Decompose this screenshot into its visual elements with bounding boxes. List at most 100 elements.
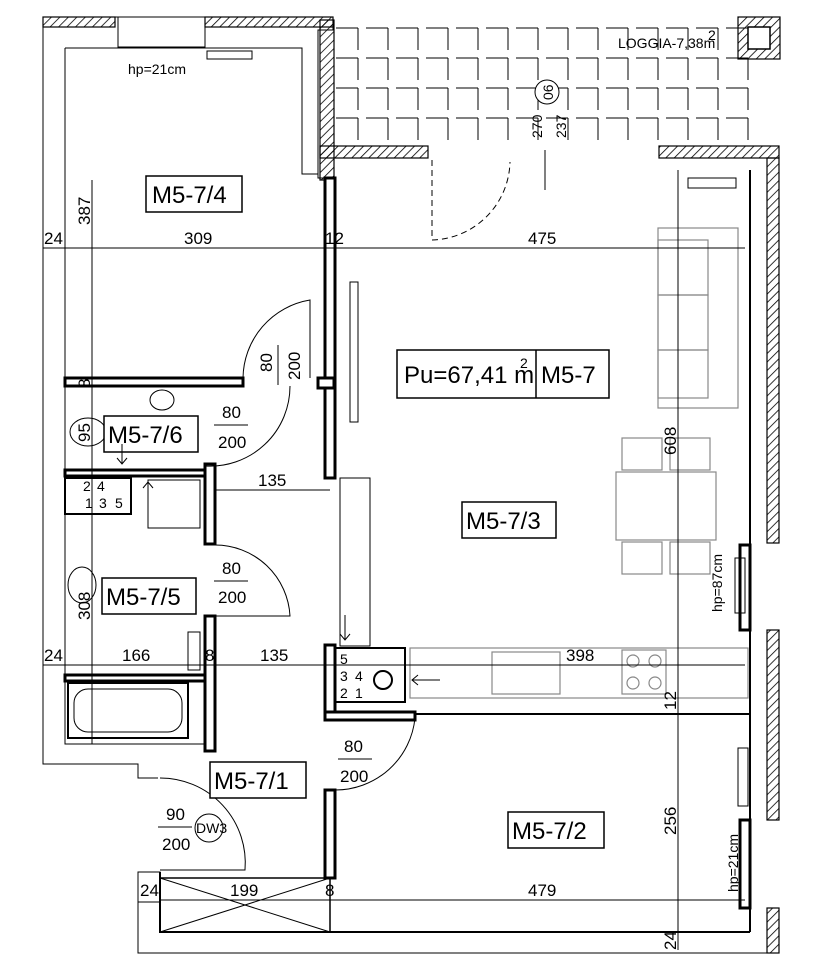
- door-r6-width: 80: [222, 403, 241, 422]
- door-r5-height: 200: [218, 588, 246, 607]
- loggia-tile: [546, 57, 569, 80]
- door-r6[interactable]: [204, 385, 291, 467]
- loggia-tile: [516, 57, 539, 80]
- entry-tag: DW3: [196, 820, 227, 836]
- dining-table: [615, 471, 717, 541]
- sofa: [657, 227, 739, 409]
- wall-hatch-right-c: [766, 907, 780, 954]
- loggia-tile: [336, 27, 359, 50]
- dim-left-308: 308: [75, 592, 94, 620]
- loggia-tile: [576, 87, 599, 110]
- loggia-tile: [336, 57, 359, 80]
- loggia-tile: [396, 27, 419, 50]
- loggia-tile: [396, 117, 419, 140]
- bathtub-inner: [73, 688, 183, 733]
- window-right-low-frame: [738, 818, 752, 910]
- loggia-tile: [606, 87, 629, 110]
- entrance-cross: [159, 877, 331, 933]
- arrows: [116, 444, 440, 686]
- room-r4-label: M5-7/4: [152, 182, 227, 209]
- door-loggia[interactable]: [431, 160, 511, 241]
- loggia-parapet-left: [319, 145, 429, 159]
- loggia-tile: [696, 87, 719, 110]
- door-r1-width: 80: [344, 737, 363, 756]
- loggia-tile: [726, 117, 749, 140]
- loggia-tile: [426, 117, 449, 140]
- loggia-tile: [696, 27, 719, 50]
- loggia-tile: [456, 27, 479, 50]
- shaft-a-r2c1: 1: [85, 495, 93, 511]
- door-r4-height: 200: [285, 352, 304, 380]
- dim-bot-479: 479: [528, 881, 556, 900]
- shaft-a-r1c1: 2: [83, 478, 91, 494]
- loggia-tile: [426, 87, 449, 110]
- gas-arrow: [411, 674, 440, 686]
- door-entrance[interactable]: [159, 777, 246, 871]
- loggia-tile: [636, 27, 659, 50]
- wall-r6-shaft: [63, 468, 207, 478]
- dim-top-475: 475: [528, 229, 556, 248]
- wall-r5-hall: [203, 614, 217, 753]
- room-r6-label: M5-7/6: [108, 422, 183, 449]
- wall-r6-hall: [203, 462, 217, 546]
- loggia-tile: [486, 87, 509, 110]
- loggia-tile: [726, 57, 749, 80]
- chair-1: [621, 437, 663, 471]
- chair-3: [621, 541, 663, 575]
- washbasin-r6: [149, 389, 175, 411]
- wall-inner-top: [65, 47, 318, 175]
- dim-398: 398: [566, 646, 594, 665]
- dim-left-387: 387: [75, 197, 94, 225]
- room-r1-box: [209, 761, 307, 799]
- loggia-h1: 270: [529, 114, 545, 138]
- loggia-tile: [696, 57, 719, 80]
- loggia-tile: [336, 87, 359, 110]
- wall-outline-b: [42, 17, 158, 779]
- outer-walls: [42, 16, 781, 954]
- dim-top-309: 309: [184, 229, 212, 248]
- loggia-tile: [486, 57, 509, 80]
- loggia-tile: [666, 87, 689, 110]
- loggia-tiles: [336, 27, 749, 140]
- dim-left-95: 95: [75, 423, 94, 442]
- radiator-r4: [206, 50, 253, 60]
- window-right-mid-hp: hp=87cm: [709, 554, 725, 612]
- interior-walls: [63, 16, 752, 910]
- loggia-tile: [666, 27, 689, 50]
- sliding-wall-panel: [349, 281, 359, 423]
- loggia-tile: [396, 57, 419, 80]
- loggia-tile: [486, 117, 509, 140]
- dim-mid-24: 24: [44, 646, 63, 665]
- wall-r1-r2: [323, 788, 337, 880]
- wall-r4-r3: [323, 176, 337, 480]
- shaft-a-r1c2: 4: [97, 478, 105, 494]
- dim-bot-8: 8: [325, 881, 334, 900]
- chair-2: [669, 437, 711, 471]
- door-r1[interactable]: [334, 717, 416, 791]
- washbasin-r5: [67, 566, 97, 604]
- room-r1-label: M5-7/1: [214, 768, 289, 795]
- loggia-tile: [366, 117, 389, 140]
- door-r4[interactable]: [242, 299, 311, 379]
- loggia-parapet-right: [658, 145, 780, 159]
- dim-left-8a: 8: [75, 379, 94, 388]
- loggia-tile: [606, 117, 629, 140]
- door-r4-width: 80: [257, 353, 276, 372]
- wall-r5-bath: [63, 673, 207, 683]
- door-r5[interactable]: [214, 544, 291, 617]
- window-right-low-hp: hp=21cm: [725, 834, 741, 892]
- labels: Pu=67,41 m 2 M5-7 M5-7/4 M5-7/6 M5-7/5 M…: [44, 27, 741, 950]
- room-r2-label: M5-7/2: [512, 818, 587, 845]
- kitchen-counter: [409, 647, 749, 699]
- door-r1-height: 200: [340, 767, 368, 786]
- dim-top-left-24: 24: [44, 229, 63, 248]
- door-r6-height: 200: [218, 433, 246, 452]
- dim-8b: 8: [205, 646, 214, 665]
- unit-code: M5-7: [541, 362, 596, 389]
- entry-width: 90: [166, 805, 185, 824]
- loggia-tile: [366, 27, 389, 50]
- dim-135b: 135: [260, 646, 288, 665]
- dim-166: 166: [122, 646, 150, 665]
- loggia-tile: [366, 87, 389, 110]
